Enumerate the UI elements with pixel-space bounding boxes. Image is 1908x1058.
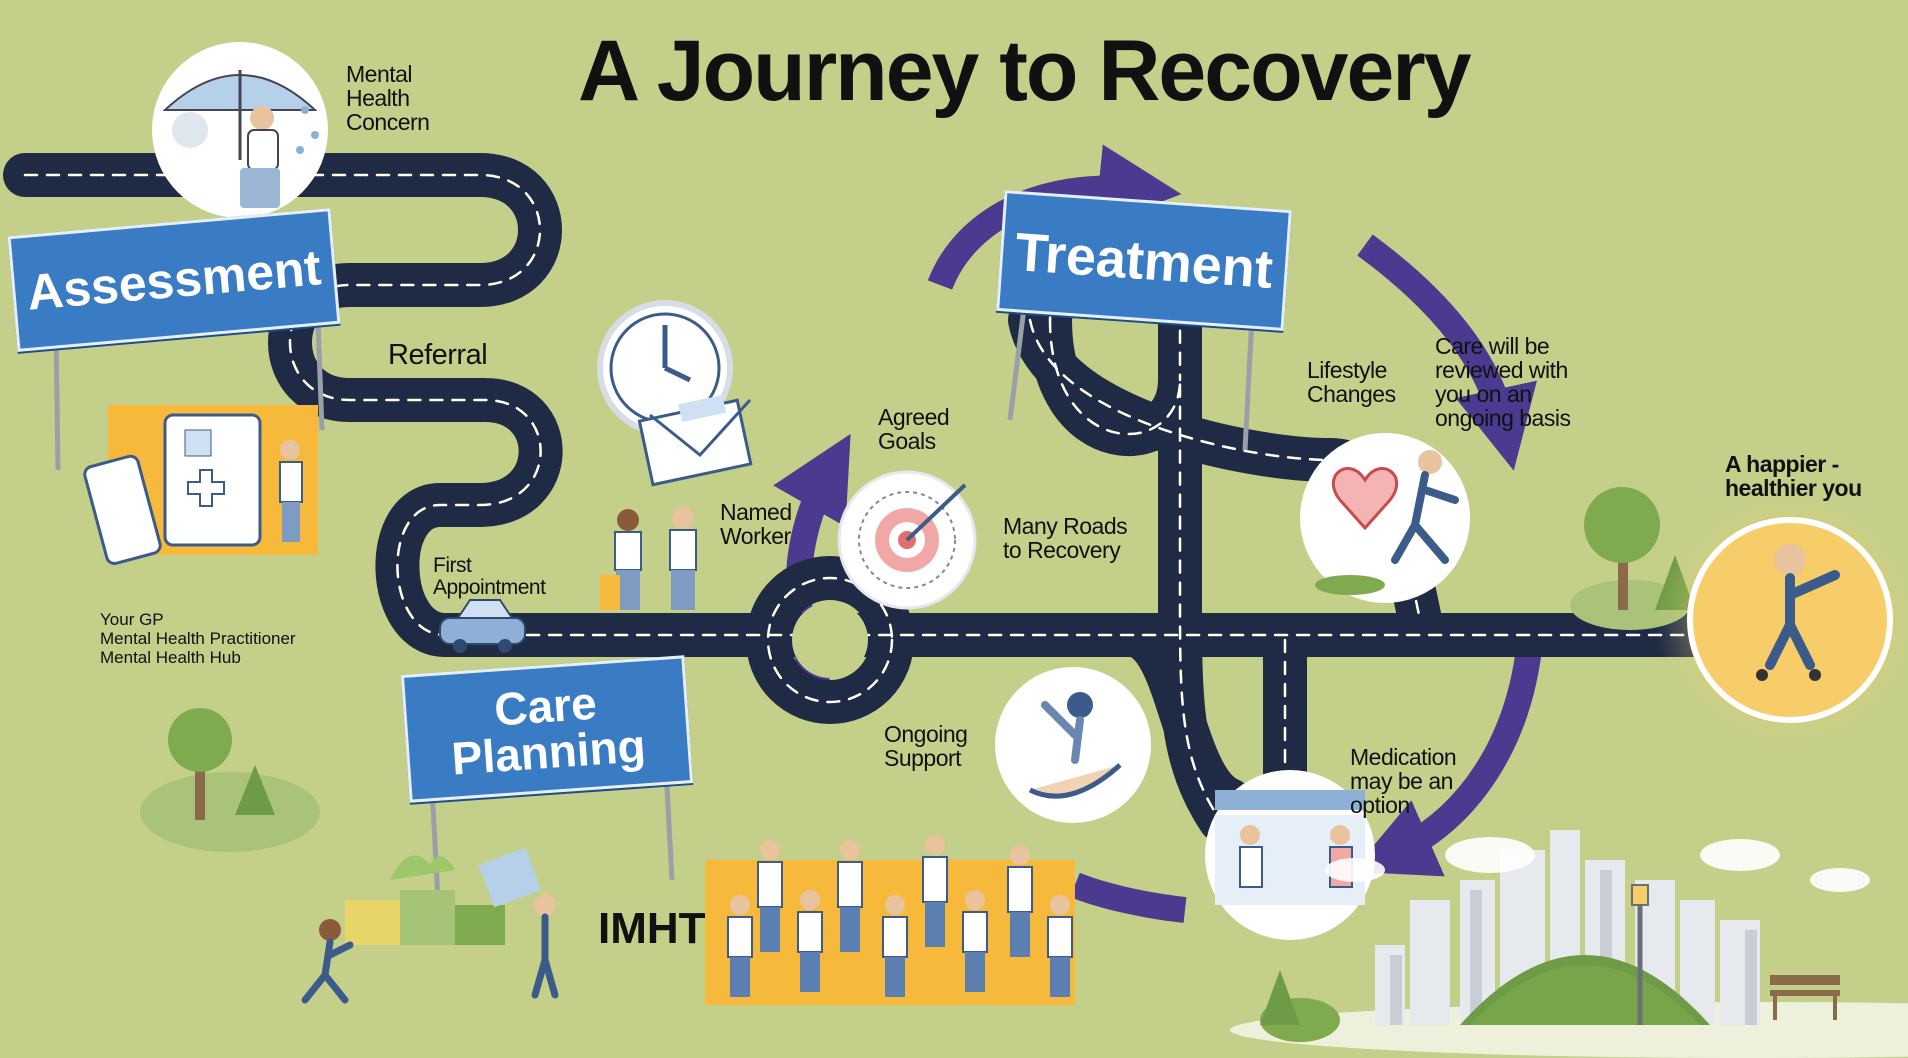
puzzle-team-icon [301,847,559,1004]
mental-health-concern-label: Mental Health Concern [346,61,430,136]
medication-label: Medication may be an option [1350,744,1457,819]
care-reviewed-label: Care will be reviewed with you on an ong… [1435,333,1571,432]
target-icon [837,470,977,610]
care-planning-sign-label: Care Planning [449,676,648,785]
care-planning-sign: Care Planning [400,655,694,803]
imht-label: IMHT [598,904,706,953]
tree-icon [140,708,320,852]
page-title: A Journey to Recovery [578,23,1472,119]
arrow-review [1357,234,1537,471]
lifestyle-changes-label: Lifestyle Changes [1307,357,1396,408]
assessment-sign-label: Assessment [24,239,324,321]
heart-runner-icon [1300,433,1470,603]
treatment-sign-label: Treatment [1013,221,1275,300]
envelope-icon [637,395,753,487]
named-worker-people [600,507,697,610]
roller-skater-icon [1655,485,1908,755]
cycle-arrows [773,144,1543,923]
referral-sources-label: Your GP Mental Health Practitioner Menta… [100,610,296,668]
road-network [3,153,1722,842]
arrow-bottom [1070,872,1187,923]
city-skyline-icon [1230,830,1908,1058]
medical-app-icon [83,405,318,565]
ongoing-support-label: Ongoing Support [884,721,968,772]
arrow-medication [1351,638,1543,877]
car-icon [439,599,526,653]
many-roads-label: Many Roads to Recovery [1003,513,1128,564]
first-appointment-label: First Appointment [433,554,546,600]
named-worker-label: Named Worker [720,499,792,550]
agreed-goals-label: Agreed Goals [878,404,950,455]
happier-you-label: A happier - healthier you [1725,451,1862,502]
team-people-icon [705,835,1075,1005]
treatment-sign: Treatment [996,190,1292,331]
umbrella-rain-icon [152,42,328,218]
referral-label: Referral [388,339,488,371]
helping-hand-icon [995,667,1151,823]
